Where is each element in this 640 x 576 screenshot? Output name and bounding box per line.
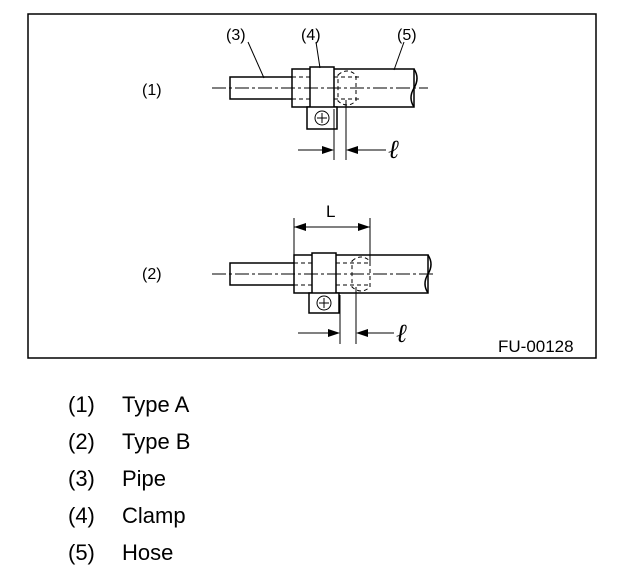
legend-number: (4): [68, 502, 95, 528]
legend-item: (4) Clamp: [68, 497, 190, 534]
figure-code: FU-00128: [498, 337, 574, 356]
legend-number: (3): [68, 465, 95, 491]
diagram-frame: [27, 13, 597, 359]
callout-type-a: (1): [142, 82, 162, 99]
dimension-l-label-a: ℓ: [388, 135, 399, 165]
callout-clamp: (4): [301, 27, 321, 44]
legend-item: (3) Pipe: [68, 460, 190, 497]
legend: (1) Type A (2) Type B (3) Pipe (4) Clamp…: [68, 386, 190, 571]
legend-number: (2): [68, 428, 95, 454]
callout-pipe: (3): [226, 27, 246, 44]
type-b-assembly: [212, 218, 436, 344]
legend-text: Pipe: [122, 465, 167, 491]
legend-text: Type B: [122, 428, 191, 454]
callout-hose: (5): [397, 27, 417, 44]
legend-item: (5) Hose: [68, 534, 190, 571]
dimension-l-label-b: ℓ: [396, 319, 407, 349]
legend-text: Clamp: [122, 502, 186, 528]
hose-clamp-diagram: (3) (4) (5) (1) (2) L ℓ ℓ FU-00128: [27, 13, 597, 359]
legend-number: (1): [68, 391, 95, 417]
dimension-L-label: L: [326, 202, 335, 221]
legend-item: (2) Type B: [68, 423, 190, 460]
callout-type-b: (2): [142, 266, 162, 283]
legend-item: (1) Type A: [68, 386, 190, 423]
legend-text: Hose: [122, 539, 174, 565]
legend-number: (5): [68, 539, 95, 565]
legend-text: Type A: [122, 391, 190, 417]
type-a-assembly: [212, 41, 428, 160]
